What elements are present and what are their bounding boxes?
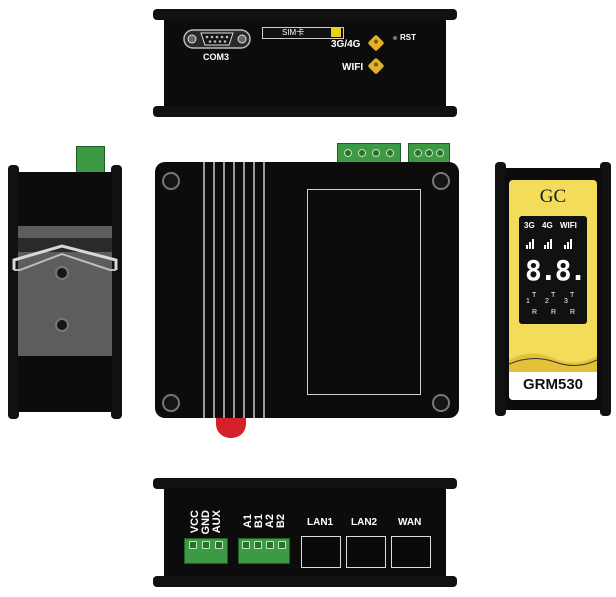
left-terminal-block — [76, 146, 105, 176]
model-label: GRM530 — [522, 376, 584, 393]
heat-fin — [223, 162, 225, 418]
right-rail-left — [495, 162, 506, 416]
brand-logo: GC — [539, 186, 567, 207]
indicator-label: R — [570, 309, 576, 316]
terminal-label-b2: B2 — [275, 514, 287, 529]
heat-fin — [233, 162, 235, 418]
wan-port — [391, 536, 431, 568]
corner-screw-top-left — [162, 172, 180, 190]
sim-indicator — [331, 27, 341, 37]
com3-label: COM3 — [203, 52, 230, 62]
left-rail-left — [8, 165, 19, 419]
signal-bars-icon — [526, 239, 572, 249]
terminal-label-aux: AUX — [211, 510, 223, 534]
indicator-label: R — [551, 309, 557, 316]
model-bar — [509, 370, 597, 400]
rs485-terminal-block — [238, 538, 290, 564]
right-rail-right — [600, 162, 611, 416]
heat-fin — [213, 162, 215, 418]
bottom-view-rail-top — [153, 478, 457, 489]
lan1-port — [301, 536, 341, 568]
antenna-stub — [216, 418, 246, 438]
heat-fin — [203, 162, 205, 418]
network-label-3g: 3G — [524, 221, 535, 230]
left-rail-right — [111, 165, 122, 419]
bottom-view-rail-bottom — [153, 576, 457, 587]
com3-connector — [183, 29, 251, 49]
clip-screw-bottom — [55, 318, 69, 332]
heat-fin — [243, 162, 245, 418]
indicator-label: 1 — [526, 298, 530, 305]
indicator-label: 3 — [564, 298, 568, 305]
din-clip-bar — [18, 238, 112, 252]
reset-hole — [393, 36, 397, 40]
antenna-label-4g: 3G/4G — [331, 39, 361, 50]
seven-segment-display: 8.8. — [525, 254, 586, 287]
power-terminal-block — [184, 538, 228, 564]
clip-screw-top — [55, 266, 69, 280]
indicator-label: T — [570, 292, 575, 299]
din-clip-spring — [12, 244, 118, 271]
corner-screw-top-right — [432, 172, 450, 190]
main-body — [155, 162, 459, 418]
lan1-label: LAN1 — [307, 517, 334, 528]
label-window — [307, 189, 421, 395]
lan2-port — [346, 536, 386, 568]
heat-fin — [263, 162, 265, 418]
network-label-4g: 4G — [542, 221, 553, 230]
top-view-rail-bottom — [153, 106, 457, 117]
heat-fin — [253, 162, 255, 418]
corner-screw-bottom-right — [432, 394, 450, 412]
top-terminal-block-right — [408, 143, 450, 163]
sim-slot — [262, 27, 344, 39]
corner-screw-bottom-left — [162, 394, 180, 412]
antenna-label-wifi: WIFI — [342, 62, 364, 73]
indicator-label: T — [551, 292, 556, 299]
sim-label: SIM卡 — [282, 28, 305, 37]
front-panel: GC 3G 4G WIFI 8.8. 1 T 2 T 3 T R R R — [509, 180, 597, 400]
status-display: 3G 4G WIFI 8.8. 1 T 2 T 3 T R R R — [519, 216, 587, 324]
indicator-label: 2 — [545, 298, 549, 305]
top-view-rail-top — [153, 9, 457, 20]
panel-wave-decoration — [509, 353, 597, 372]
rst-label: RST — [400, 33, 416, 42]
wan-label: WAN — [398, 517, 422, 528]
indicator-label: T — [532, 292, 537, 299]
top-terminal-block-left — [337, 143, 401, 163]
indicator-label: R — [532, 309, 538, 316]
network-label-wifi: WIFI — [560, 221, 577, 230]
lan2-label: LAN2 — [351, 517, 378, 528]
